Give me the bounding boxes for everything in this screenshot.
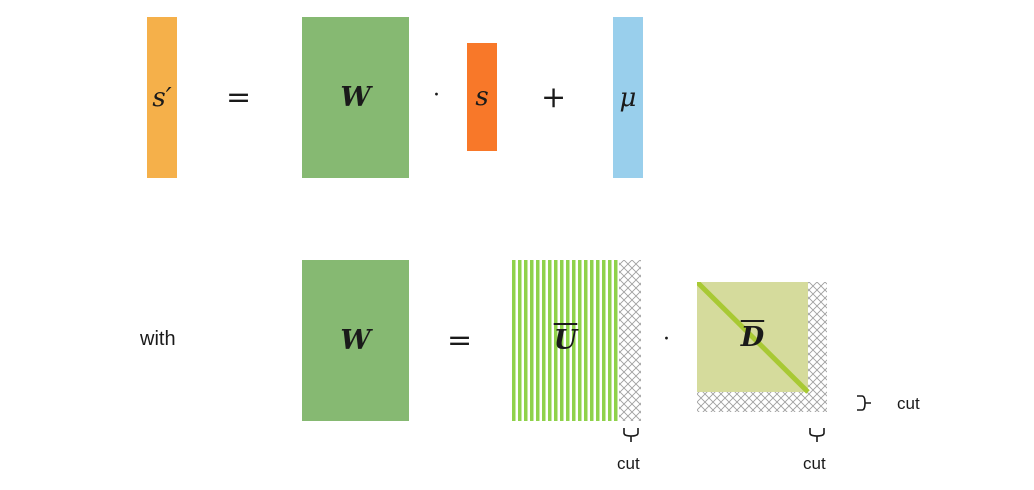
U-bar-matrix [512, 260, 641, 421]
D-bar-label-box: D [697, 282, 808, 392]
s-symbol: s [475, 82, 489, 112]
plus-sign: + [541, 80, 567, 115]
D-bar-diagonal [697, 282, 810, 394]
equals-sign-1: = [226, 80, 252, 115]
mu-vector: μ [613, 17, 643, 178]
s-vector: s [467, 43, 497, 151]
U-bar-cut-region [619, 260, 641, 421]
D-bar-cut-region-right [808, 282, 827, 412]
dot-operator-2: · [663, 327, 670, 352]
s-prime-symbol: s′ [152, 82, 172, 113]
cut-brace-d-bottom-icon [809, 428, 825, 442]
D-bar-symbol: D [740, 321, 765, 353]
U-bar-symbol: U [553, 325, 578, 356]
U-bar-label-box: U [512, 260, 619, 421]
D-bar-cut-region-bottom [697, 392, 827, 412]
cut-label-d-right: cut [897, 394, 920, 413]
cut-brace-d-right-icon [857, 395, 871, 411]
W-symbol-2: W [340, 325, 371, 356]
cut-label-u: cut [617, 454, 640, 473]
cut-brace-u-icon [623, 428, 639, 442]
W-symbol: W [340, 82, 371, 113]
s-prime-vector: s′ [147, 17, 177, 178]
U-bar-fill [512, 260, 619, 421]
W-matrix-2: W [302, 260, 409, 421]
equals-sign-2: = [447, 323, 473, 358]
D-bar-matrix [697, 282, 827, 412]
W-matrix: W [302, 17, 409, 178]
dot-operator-1: · [433, 83, 440, 108]
with-label: with [140, 328, 176, 350]
cut-label-d-bottom: cut [803, 454, 826, 473]
mu-symbol: μ [619, 82, 637, 113]
